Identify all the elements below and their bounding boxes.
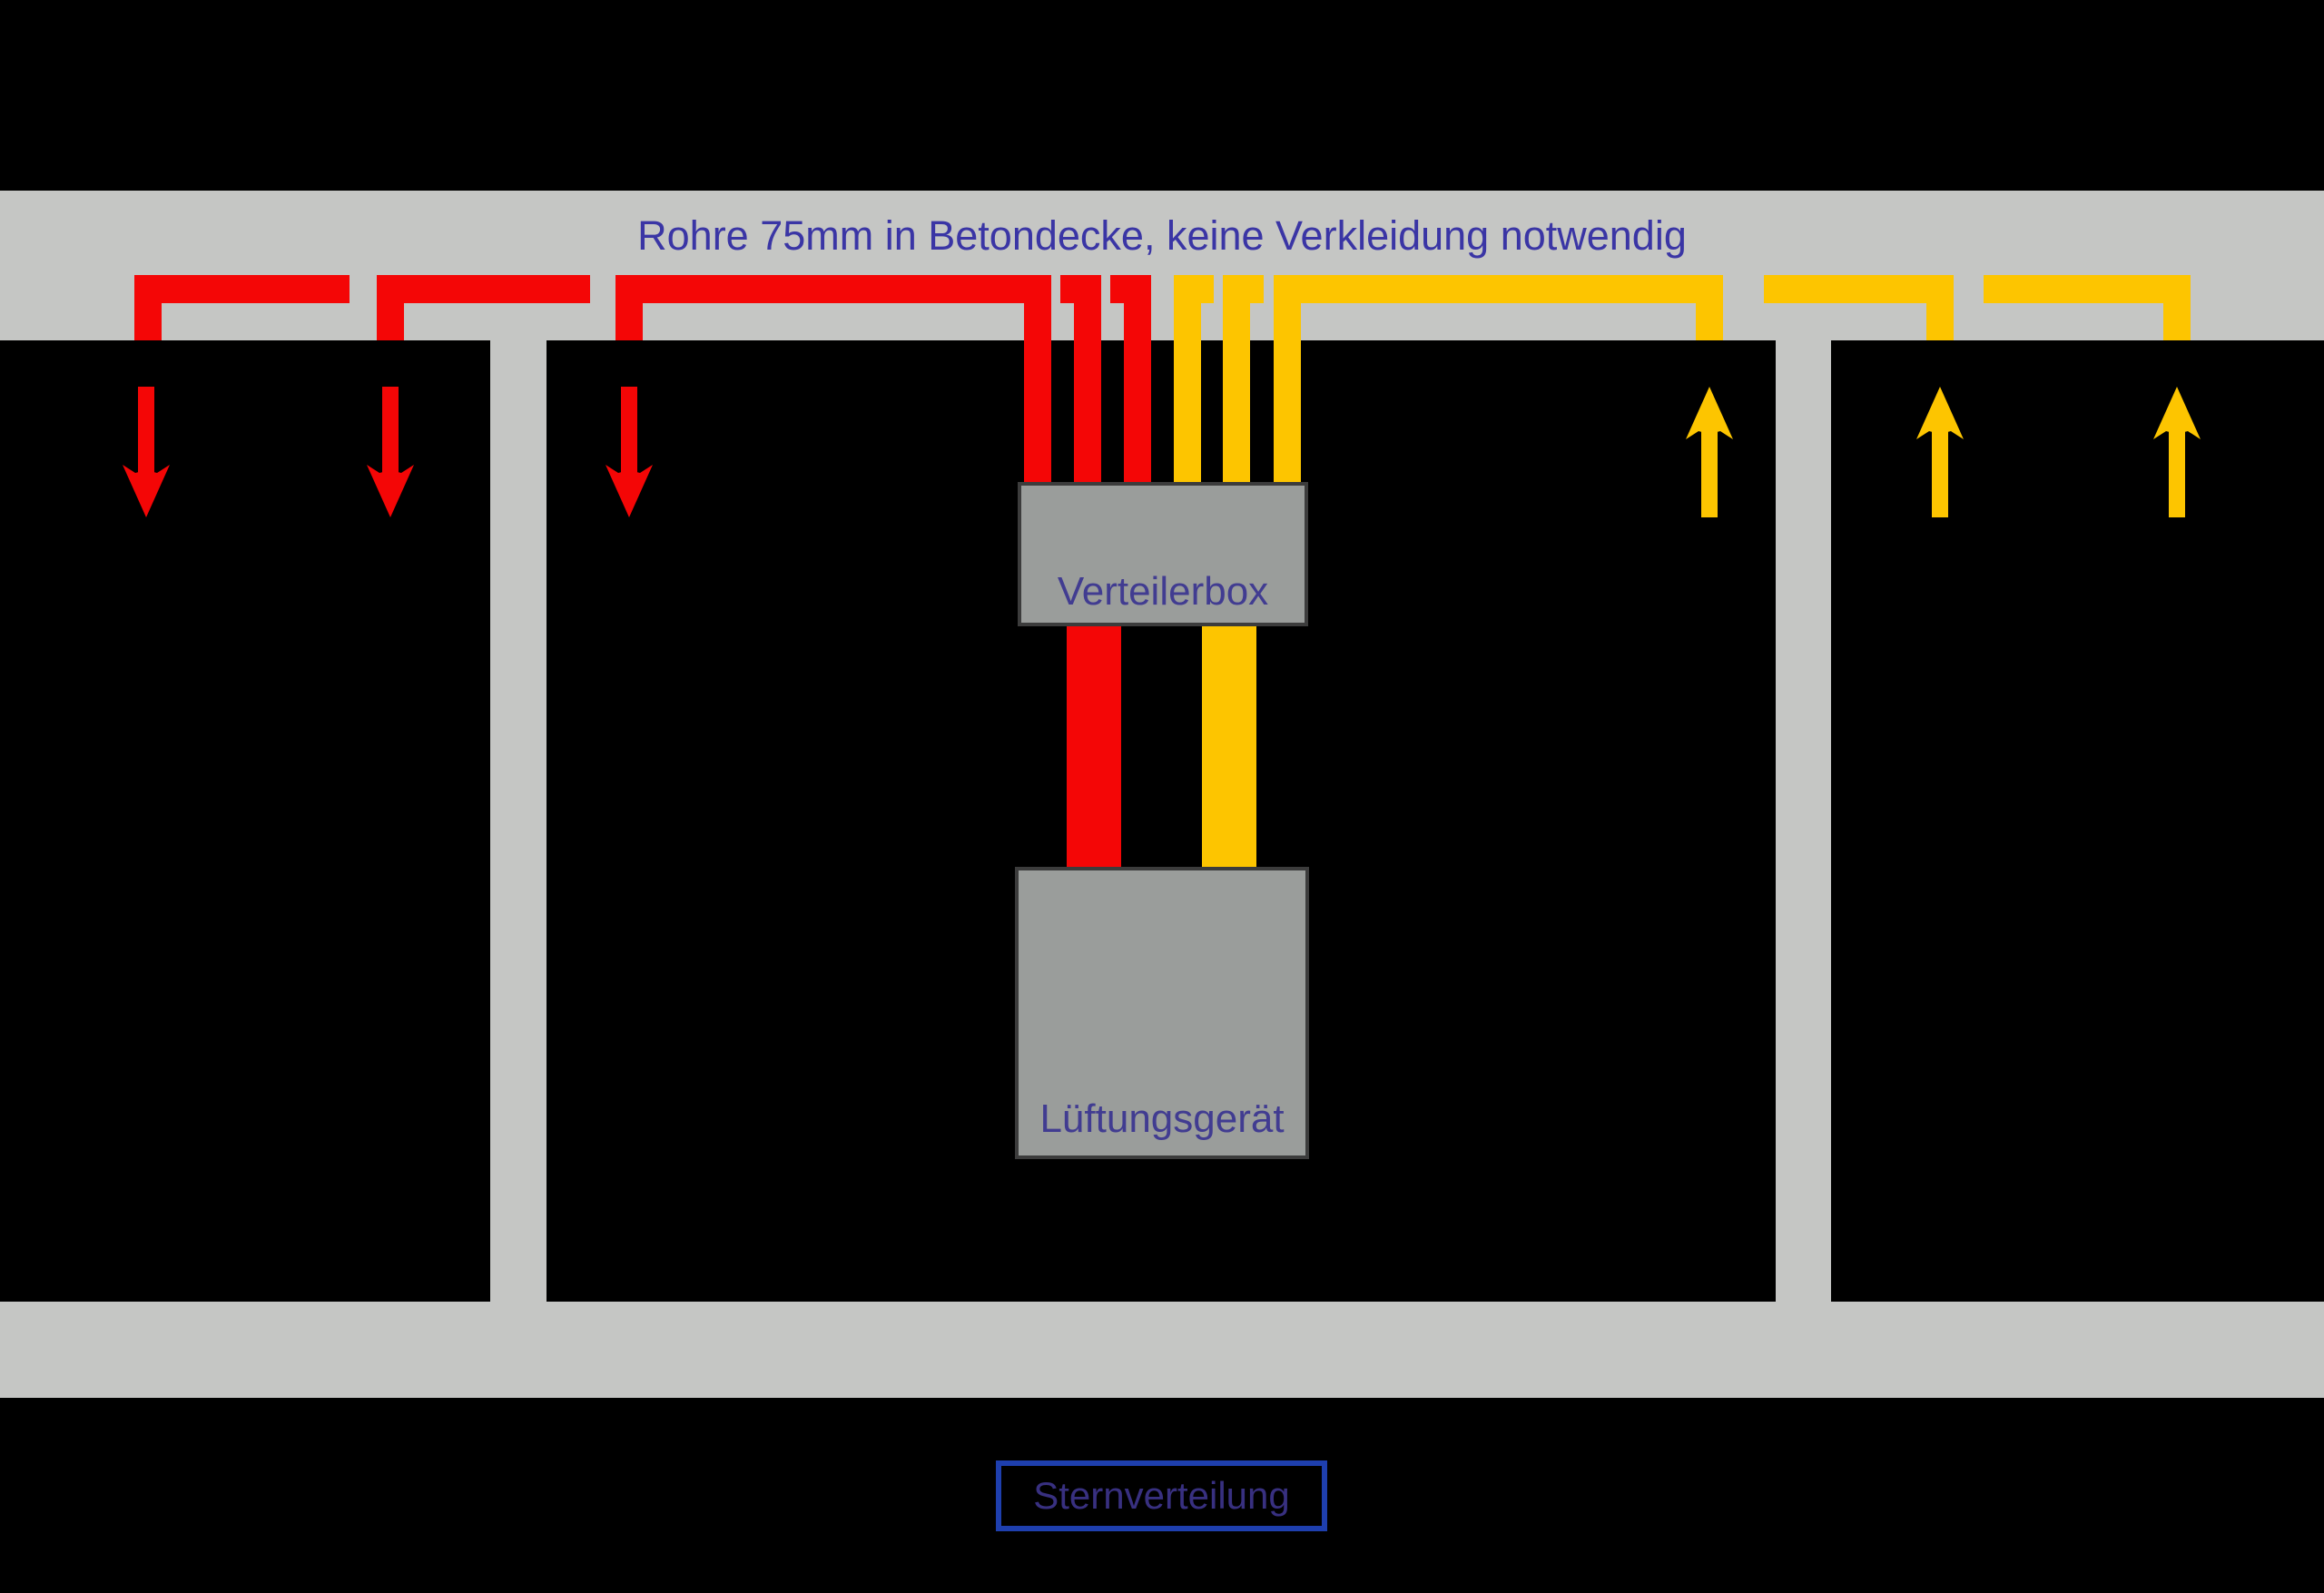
extract-main-duct (1202, 626, 1256, 867)
extract-up-arrow-icon (2153, 387, 2201, 517)
extract-pipe-run-3 (1984, 275, 2191, 303)
extract-pipe-drop-1 (1696, 275, 1723, 340)
extract-pipe-drop-2 (1926, 275, 1954, 340)
supply-pipe-drop-1 (134, 275, 162, 340)
extract-pipe-run-1 (1274, 275, 1723, 303)
supply-pipe-run-2 (377, 275, 590, 303)
concrete-floor-slab (0, 1302, 2324, 1398)
supply-pipe-run-3 (615, 275, 1051, 303)
supply-riser-2 (1074, 275, 1101, 482)
supply-pipe-drop-2 (377, 275, 404, 340)
ventilation-unit-label: Lüftungsgerät (1039, 1096, 1285, 1141)
supply-down-arrow-icon (367, 387, 414, 517)
supply-pipe-run-1 (134, 275, 350, 303)
supply-down-arrow-icon (606, 387, 653, 517)
extract-riser-1 (1174, 275, 1201, 482)
extract-riser-3 (1274, 275, 1301, 482)
interior-wall-left (490, 340, 547, 1302)
ceiling-note-text: Rohre 75mm in Betondecke, keine Verkleid… (637, 212, 1687, 259)
caption-text: Sternverteilung (1033, 1474, 1290, 1517)
ventilation-unit-box: Lüftungsgerät (1015, 867, 1309, 1159)
supply-riser-3 (1124, 275, 1151, 482)
extract-pipe-drop-3 (2163, 275, 2191, 340)
caption-box: Sternverteilung (996, 1460, 1327, 1531)
supply-pipe-drop-3 (615, 275, 643, 340)
supply-riser-1 (1024, 275, 1051, 482)
extract-pipe-run-2 (1764, 275, 1954, 303)
supply-main-duct (1067, 626, 1121, 867)
extract-riser-2 (1223, 275, 1250, 482)
supply-down-arrow-icon (123, 387, 170, 517)
extract-up-arrow-icon (1686, 387, 1733, 517)
interior-wall-right (1776, 340, 1831, 1302)
distributor-box: Verteilerbox (1018, 482, 1308, 626)
distributor-box-label: Verteilerbox (1057, 568, 1269, 614)
extract-up-arrow-icon (1916, 387, 1964, 517)
